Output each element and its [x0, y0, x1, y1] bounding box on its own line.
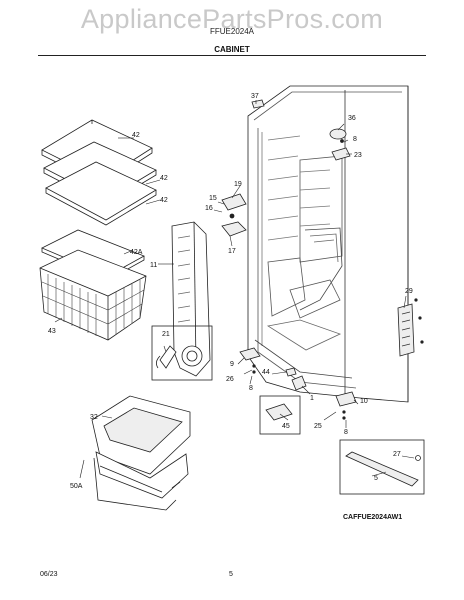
- label-17: 17: [228, 248, 236, 255]
- part-19-control: [221, 193, 247, 219]
- part-5-grille-box: [339, 439, 425, 495]
- label-43: 43: [48, 328, 56, 335]
- label-1: 1: [310, 395, 314, 402]
- label-36: 36: [348, 115, 356, 122]
- drawer-handle-50A: [93, 451, 189, 511]
- freezer-liner-panel-11: [171, 221, 211, 377]
- label-5: 5: [374, 475, 378, 482]
- part-36-light-cover: [329, 128, 347, 140]
- part-9-leveler: [239, 347, 261, 374]
- leader-lines: [54, 100, 415, 479]
- wire-basket-43: [39, 249, 147, 341]
- label-21: 21: [162, 331, 170, 338]
- part-45-bracket-box: [259, 395, 301, 435]
- revision-date: 06/23: [40, 571, 58, 578]
- label-29: 29: [405, 288, 413, 295]
- cabinet-body: [247, 85, 409, 403]
- label-27: 27: [393, 451, 401, 458]
- label-42-mid: 42: [160, 175, 168, 182]
- drawer-front-32: [91, 395, 191, 475]
- part-23-bracket: [331, 139, 351, 161]
- label-50A: 50A: [70, 483, 83, 490]
- label-42-bottom: 42: [160, 197, 168, 204]
- glass-shelf-3: [45, 161, 157, 226]
- part-10-hinge: [335, 391, 357, 420]
- label-26: 26: [226, 376, 234, 383]
- label-10: 10: [360, 398, 368, 405]
- label-32: 32: [90, 414, 98, 421]
- part-37-cap: [251, 99, 265, 109]
- header-rule: [38, 55, 426, 56]
- page-number: 5: [229, 571, 233, 578]
- label-19: 19: [234, 181, 242, 188]
- label-25: 25: [314, 423, 322, 430]
- label-8-bottom: 8: [344, 429, 348, 436]
- model-number: FFUE2024A: [209, 27, 255, 36]
- diagram-code: CAFFUE2024AW1: [343, 514, 403, 521]
- label-37: 37: [251, 93, 259, 100]
- watermark: AppliancePartsPros.com: [80, 4, 384, 34]
- label-45: 45: [282, 423, 290, 430]
- wiring-box-21: [151, 325, 213, 381]
- part-labels: 37 36 8 23 42 42 42 42A 43 19 15 16 17 1…: [48, 93, 413, 490]
- section-title: CABINET: [214, 45, 250, 54]
- label-42A: 42A: [130, 249, 143, 256]
- label-8-mid: 8: [249, 385, 253, 392]
- part-44-clip: [285, 367, 297, 377]
- part-29-hinge-bracket: [397, 298, 424, 357]
- label-15: 15: [209, 195, 217, 202]
- label-42-top: 42: [132, 132, 140, 139]
- part-17-housing: [221, 221, 247, 237]
- label-8-top: 8: [353, 136, 357, 143]
- label-23: 23: [354, 152, 362, 159]
- label-44: 44: [262, 369, 270, 376]
- label-11: 11: [150, 262, 157, 269]
- label-16: 16: [205, 205, 213, 212]
- label-9: 9: [230, 361, 234, 368]
